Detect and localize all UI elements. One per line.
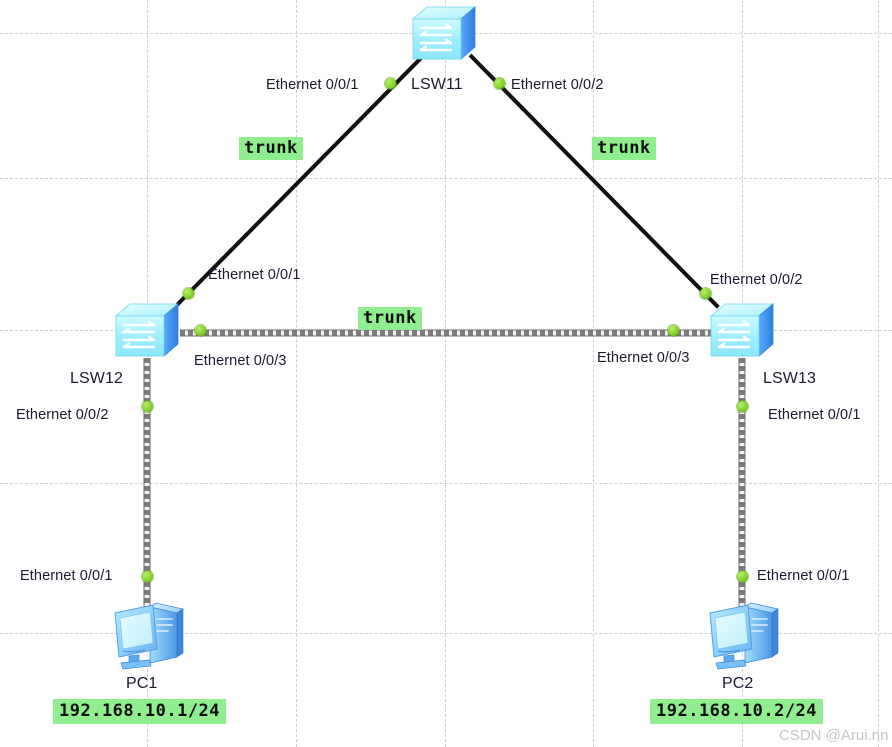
port-label-lsw12-p5: Ethernet 0/0/3 (194, 353, 287, 369)
port-dot[interactable] (736, 570, 748, 582)
trunk-mode-tag: trunk (592, 137, 656, 160)
link-lsw12-lsw13[interactable] (180, 329, 712, 337)
port-label-lsw11-p2: Ethernet 0/0/2 (511, 77, 604, 93)
port-label-lsw13-p8: Ethernet 0/0/1 (768, 407, 861, 423)
port-dot[interactable] (182, 287, 194, 299)
port-dot[interactable] (194, 324, 206, 336)
port-dot[interactable] (141, 400, 153, 412)
port-label-lsw13-p4: Ethernet 0/0/2 (710, 272, 803, 288)
trunk-mode-tag: trunk (239, 137, 303, 160)
port-label-pc1-p9: Ethernet 0/0/1 (20, 568, 113, 584)
switch-icon-lsw13[interactable] (707, 300, 777, 360)
device-name-pc1: PC1 (126, 675, 158, 692)
port-label-lsw12-p7: Ethernet 0/0/2 (16, 407, 109, 423)
port-dot[interactable] (384, 77, 396, 89)
port-label-lsw13-p6: Ethernet 0/0/3 (597, 350, 690, 366)
trunk-mode-tag: trunk (358, 307, 422, 330)
ip-address-tag: 192.168.10.2/24 (650, 699, 824, 724)
port-dot[interactable] (699, 287, 711, 299)
device-name-lsw11: LSW11 (411, 76, 463, 93)
switch-icon-lsw12[interactable] (112, 300, 182, 360)
port-dot[interactable] (736, 400, 748, 412)
port-label-lsw12-p3: Ethernet 0/0/1 (208, 267, 301, 283)
device-name-lsw12: LSW12 (70, 370, 123, 387)
device-name-pc2: PC2 (722, 675, 754, 692)
port-dot[interactable] (667, 324, 679, 336)
port-dot[interactable] (141, 570, 153, 582)
device-name-lsw13: LSW13 (763, 370, 816, 387)
pc-icon-pc2[interactable] (700, 593, 784, 673)
switch-icon-lsw11[interactable] (409, 3, 479, 63)
port-label-lsw11-p1: Ethernet 0/0/1 (266, 77, 359, 93)
port-label-pc2-p10: Ethernet 0/0/1 (757, 568, 850, 584)
pc-icon-pc1[interactable] (105, 593, 189, 673)
ip-address-tag: 192.168.10.1/24 (53, 699, 227, 724)
watermark: CSDN @Arui.nn (779, 727, 889, 744)
port-dot[interactable] (493, 77, 505, 89)
